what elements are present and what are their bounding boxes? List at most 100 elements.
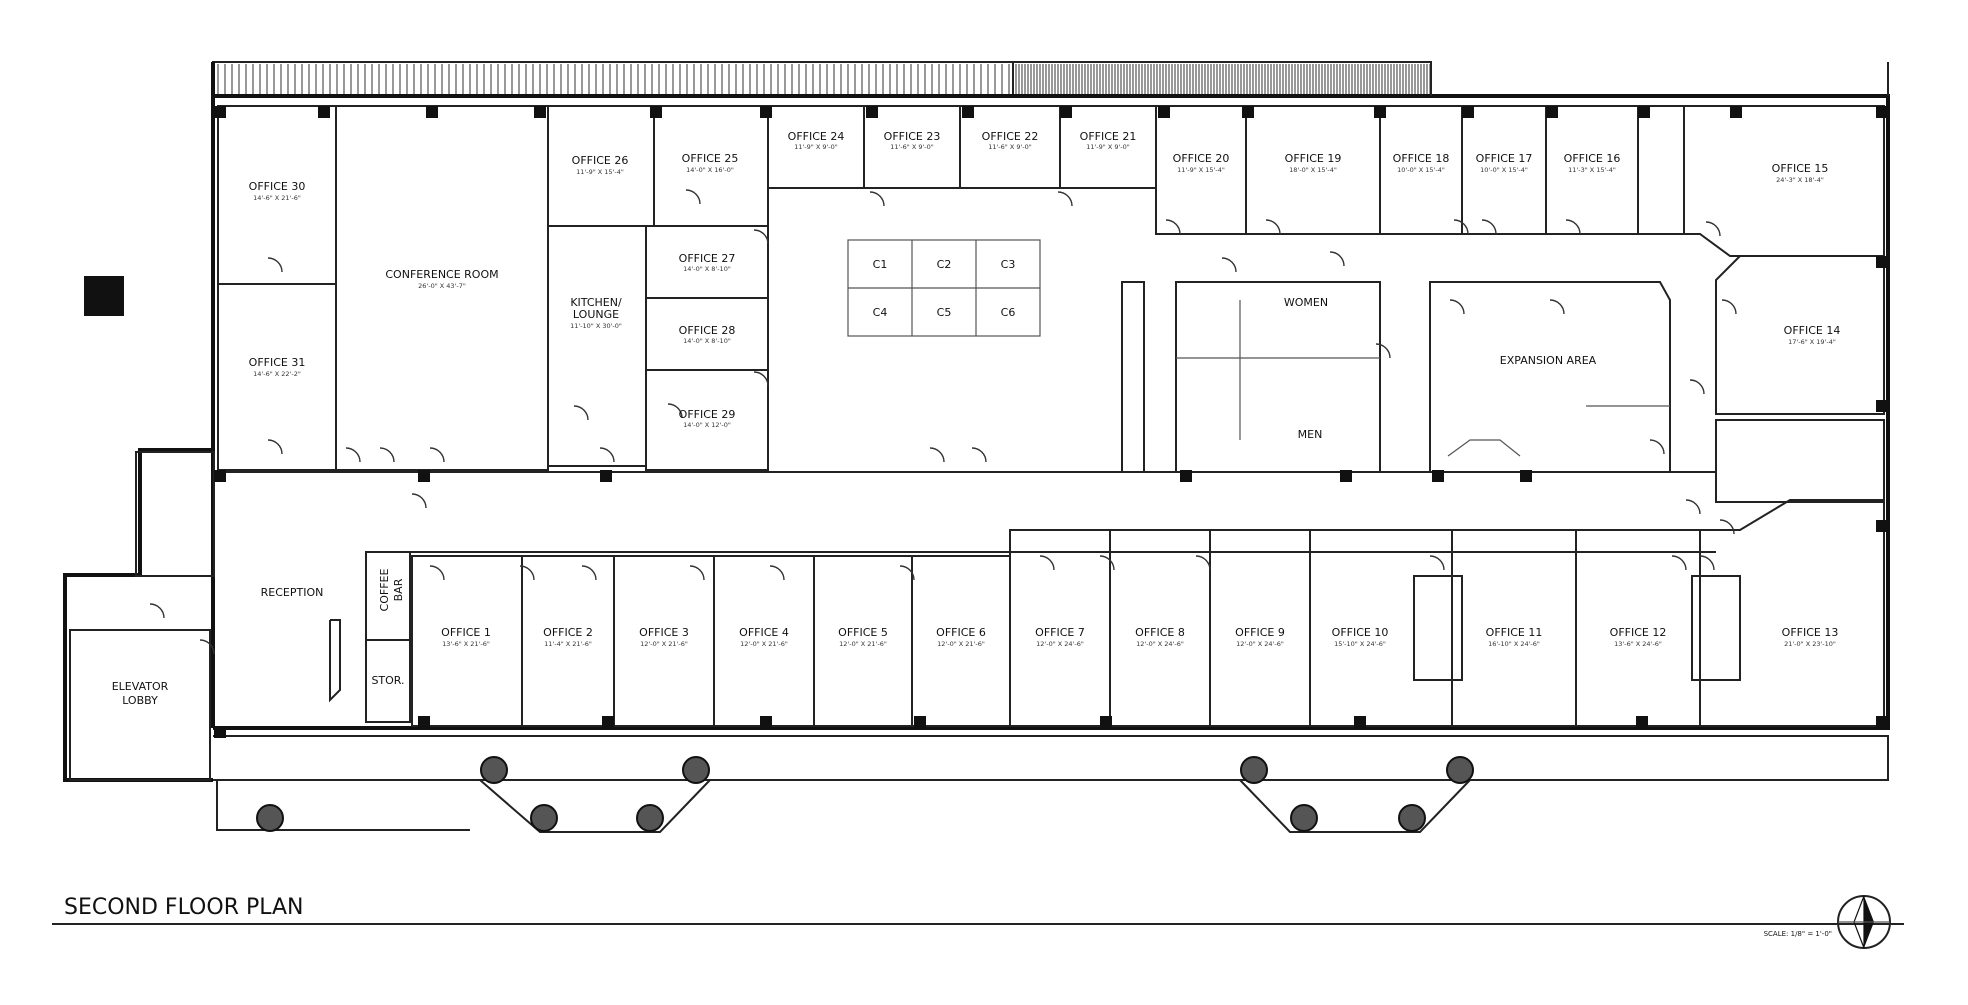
- door-swing: [1481, 219, 1497, 235]
- door-swing: [1039, 555, 1055, 571]
- door-swing: [1221, 257, 1237, 273]
- planter-column: [1240, 756, 1268, 784]
- office-8-dim: 12'-0" X 24'-6": [1136, 640, 1184, 648]
- office-14-dim: 17'-6" X 19'-4": [1788, 338, 1836, 346]
- door-swing: [1329, 251, 1345, 267]
- office-25-dim: 14'-0" X 16'-0": [686, 166, 734, 174]
- office-14-label: OFFICE 14: [1784, 324, 1841, 337]
- office-5-label: OFFICE 5: [838, 626, 888, 639]
- office-9-dim: 12'-0" X 24'-6": [1236, 640, 1284, 648]
- structural-column: [1876, 716, 1888, 728]
- planter-column: [256, 804, 284, 832]
- cubicle-c4-label: C4: [873, 306, 888, 319]
- office-18-dim: 10'-0" X 15'-4": [1397, 166, 1445, 174]
- office-4-label: OFFICE 4: [739, 626, 789, 639]
- door-swing: [1565, 219, 1581, 235]
- office-19-dim: 18'-0" X 15'-4": [1289, 166, 1337, 174]
- office-17-dim: 10'-0" X 15'-4": [1480, 166, 1528, 174]
- office-24-label: OFFICE 24: [788, 130, 845, 143]
- office-16-dim: 11'-3" X 15'-4": [1568, 166, 1616, 174]
- structural-column: [600, 470, 612, 482]
- door-swing: [573, 405, 589, 421]
- door-swing: [753, 371, 769, 387]
- door-swing: [1699, 555, 1715, 571]
- structural-column: [1374, 106, 1386, 118]
- door-swing: [689, 565, 705, 581]
- planter-column: [1290, 804, 1318, 832]
- planter-column: [1398, 804, 1426, 832]
- cubicle-c2-label: C2: [937, 258, 952, 271]
- structural-column: [1242, 106, 1254, 118]
- structural-column: [760, 716, 772, 728]
- office-11-label: OFFICE 11: [1486, 626, 1543, 639]
- door-swing: [869, 191, 885, 207]
- office-5-dim: 12'-0" X 21'-6": [839, 640, 887, 648]
- door-swing: [899, 565, 915, 581]
- office-12-dim: 13'-6" X 24'-6": [1614, 640, 1662, 648]
- office-22-label: OFFICE 22: [982, 130, 1039, 143]
- office-18-label: OFFICE 18: [1393, 152, 1450, 165]
- door-swing: [1671, 555, 1687, 571]
- office-10-dim: 15'-10" X 24'-6": [1334, 640, 1386, 648]
- structural-column: [760, 106, 772, 118]
- office-22-dim: 11'-6" X 9'-0": [988, 143, 1032, 151]
- office-3-label: OFFICE 3: [639, 626, 689, 639]
- office-28-label: OFFICE 28: [679, 324, 736, 337]
- scale-note: SCALE: 1/8" = 1'-0": [1764, 930, 1832, 938]
- structural-column: [418, 716, 430, 728]
- door-swing: [685, 189, 701, 205]
- door-swing: [267, 257, 283, 273]
- door-swing: [379, 447, 395, 463]
- cubicle-c3-label: C3: [1001, 258, 1016, 271]
- office-21-label: OFFICE 21: [1080, 130, 1137, 143]
- structural-columns: [214, 106, 1888, 832]
- corridor: [218, 471, 1716, 553]
- office-30-dim: 14'-6" X 21'-6": [253, 194, 301, 202]
- door-swing: [753, 229, 769, 245]
- cubicle-c5-label: C5: [937, 306, 952, 319]
- office-27-dim: 14'-0" X 8'-10": [683, 265, 731, 273]
- door-swing: [1429, 555, 1445, 571]
- structural-column: [962, 106, 974, 118]
- office-6-dim: 12'-0" X 21'-6": [937, 640, 985, 648]
- south-offices: [411, 499, 1885, 727]
- planter-column: [530, 804, 558, 832]
- door-swing: [1449, 299, 1465, 315]
- office-7-label: OFFICE 7: [1035, 626, 1085, 639]
- door-swing: [345, 447, 361, 463]
- reception-label: RECEPTION: [261, 586, 324, 599]
- structural-column: [1876, 106, 1888, 118]
- office-21-dim: 11'-9" X 9'-0": [1086, 143, 1130, 151]
- door-swing: [599, 447, 615, 463]
- office-26-dim: 11'-9" X 15'-4": [576, 168, 624, 176]
- structural-column: [1180, 470, 1192, 482]
- office-24-dim: 11'-9" X 9'-0": [794, 143, 838, 151]
- office-7-dim: 12'-0" X 24'-6": [1036, 640, 1084, 648]
- office-29-dim: 14'-0" X 12'-0": [683, 421, 731, 429]
- cubicle-c1-label: C1: [873, 258, 888, 271]
- coffee-bar-label-2: BAR: [392, 578, 405, 601]
- expansion-area-label: EXPANSION AREA: [1500, 354, 1597, 367]
- office-9-label: OFFICE 9: [1235, 626, 1285, 639]
- structural-column: [602, 716, 614, 728]
- planter-column: [1446, 756, 1474, 784]
- planter-column: [480, 756, 508, 784]
- structural-column: [1876, 256, 1888, 268]
- conference-room-dim: 26'-0" X 43'-7": [418, 282, 466, 290]
- door-swing: [1165, 219, 1181, 235]
- office-6-label: OFFICE 6: [936, 626, 986, 639]
- door-swing: [1453, 219, 1469, 235]
- office-1-dim: 13'-6" X 21'-6": [442, 640, 490, 648]
- office-16-label: OFFICE 16: [1564, 152, 1621, 165]
- door-swing: [411, 493, 427, 509]
- structural-column: [1100, 716, 1112, 728]
- office-23-dim: 11'-6" X 9'-0": [890, 143, 934, 151]
- central-core: [1121, 281, 1671, 473]
- elevator-lobby-label-2: LOBBY: [122, 694, 158, 707]
- structural-column: [1636, 716, 1648, 728]
- planter-column: [636, 804, 664, 832]
- office-27-label: OFFICE 27: [679, 252, 736, 265]
- cubicle-c6-label: C6: [1001, 306, 1016, 319]
